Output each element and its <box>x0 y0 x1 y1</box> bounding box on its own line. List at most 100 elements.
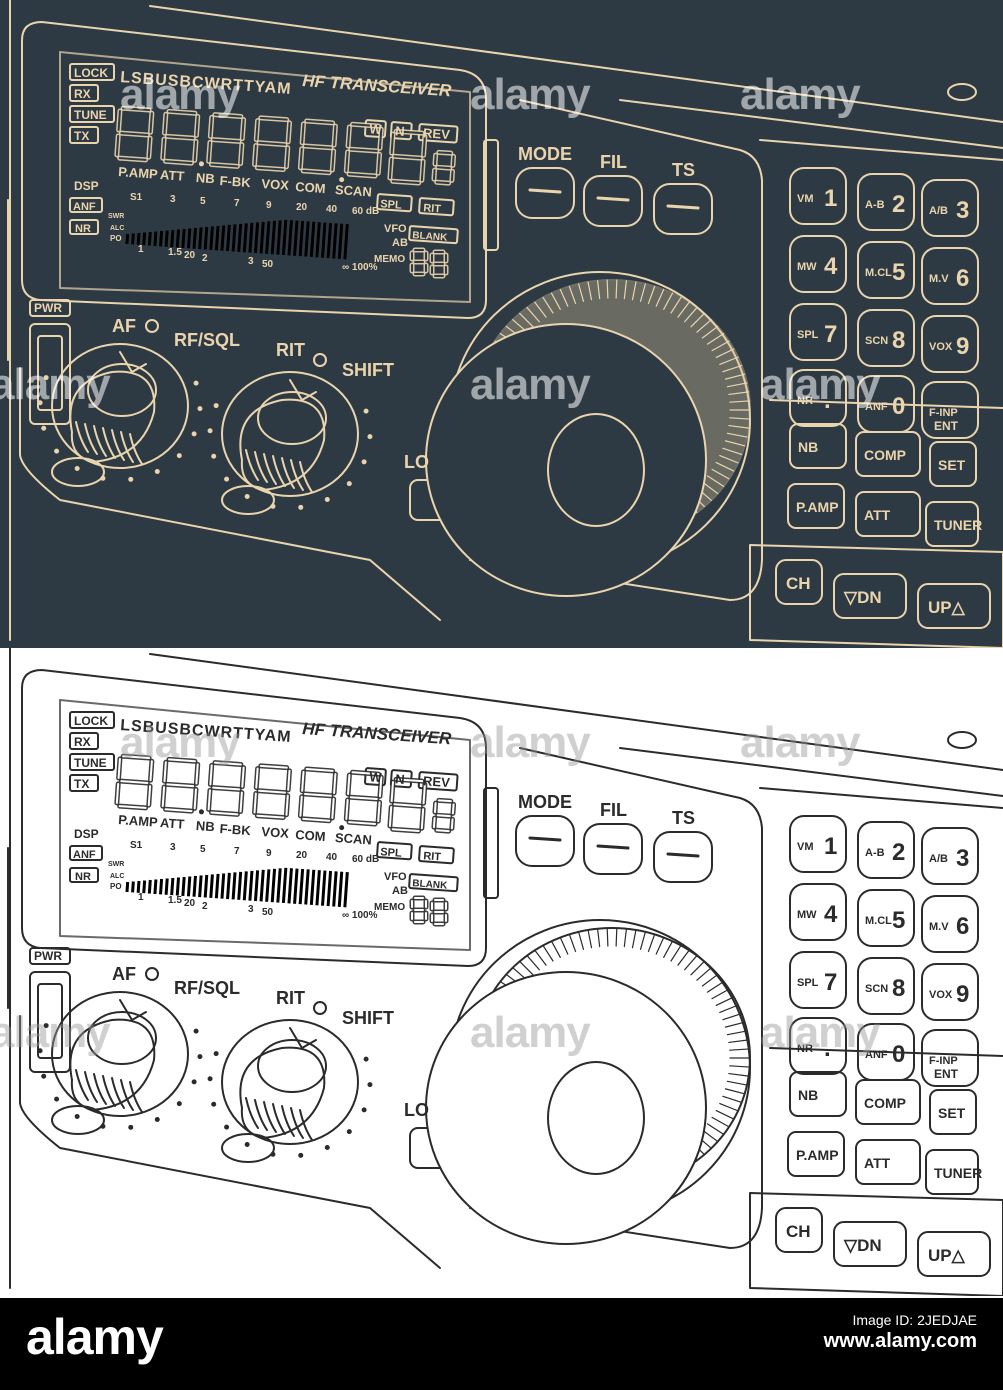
function-key-comp[interactable] <box>855 431 921 477</box>
keypad-key-2[interactable] <box>857 821 915 879</box>
keypad-key-small-label: M.V <box>929 921 949 933</box>
status-button-lock[interactable] <box>69 711 115 729</box>
rit-shift-knob[interactable] <box>207 371 373 515</box>
keypad-key-4[interactable] <box>789 883 847 941</box>
function-key-att[interactable] <box>855 1139 921 1185</box>
anf-label: ANF <box>73 201 96 213</box>
function-key-set[interactable] <box>929 1089 977 1135</box>
indicator-pamp: P.AMP <box>118 812 159 830</box>
af-rf-knob[interactable] <box>37 991 203 1135</box>
nr-box[interactable] <box>69 219 99 235</box>
flag-n: N <box>395 123 405 139</box>
keypad-key-dot[interactable] <box>789 369 847 427</box>
meter-bar <box>159 878 164 895</box>
status-button-rx[interactable] <box>69 84 99 102</box>
keypad-key-5[interactable] <box>857 889 915 947</box>
rit-box <box>418 197 455 217</box>
softkey-ts-button[interactable] <box>653 183 713 235</box>
meter-scale-label: 5 <box>200 844 206 855</box>
function-key-comp[interactable] <box>855 1079 921 1125</box>
function-key-set[interactable] <box>929 441 977 487</box>
main-tuning-dial[interactable] <box>425 271 751 597</box>
meter-po-label: 50 <box>262 907 274 918</box>
function-key-label: NB <box>798 1087 818 1103</box>
indicator-att: ATT <box>160 167 185 184</box>
meter-bar <box>231 872 237 900</box>
status-button-tx[interactable] <box>69 126 99 144</box>
dial-face <box>425 971 707 1245</box>
keypad-key-dot[interactable] <box>789 1017 847 1075</box>
softkey-label-fil: FIL <box>600 152 627 172</box>
main-tuning-dial[interactable] <box>425 919 751 1245</box>
bottom-key-2[interactable] <box>917 583 991 629</box>
alc-label: ALC <box>110 873 124 880</box>
function-key-label: ATT <box>864 1155 891 1171</box>
keypad-key-7[interactable] <box>789 303 847 361</box>
keypad-key-3[interactable] <box>921 827 979 885</box>
meter-bar <box>253 870 260 902</box>
keypad-key-2[interactable] <box>857 173 915 231</box>
keypad-key-1[interactable] <box>789 815 847 873</box>
keypad-key-small-label: MW <box>797 261 817 273</box>
softkey-fil-button[interactable] <box>583 823 643 875</box>
function-key-att[interactable] <box>855 491 921 537</box>
keypad-key-3[interactable] <box>921 179 979 237</box>
softkey-ts-button[interactable] <box>653 831 713 883</box>
bottom-key-0[interactable] <box>775 559 823 605</box>
transceiver-body <box>7 648 1003 1296</box>
keypad-key-5[interactable] <box>857 241 915 299</box>
status-button-tune[interactable] <box>69 753 115 771</box>
power-switch[interactable] <box>29 971 71 1073</box>
meter-bar <box>304 869 310 905</box>
softkey-fil-button[interactable] <box>583 175 643 227</box>
status-button-lock[interactable] <box>69 63 115 81</box>
softkey-mode-button[interactable] <box>515 815 575 867</box>
keypad-key-1[interactable] <box>789 167 847 225</box>
meter-bar <box>220 873 226 899</box>
function-key-tuner[interactable] <box>925 1149 979 1195</box>
frequency-digit <box>206 112 247 169</box>
keypad-key-big-label: 9 <box>956 981 969 1008</box>
keypad-key-ent[interactable] <box>921 381 979 439</box>
meter-po-label: 1.5 <box>168 895 182 906</box>
meter-bar <box>203 874 209 898</box>
function-key-nb[interactable] <box>789 423 847 469</box>
bottom-key-1[interactable] <box>833 573 907 619</box>
bottom-key-2[interactable] <box>917 1231 991 1277</box>
keypad-key-4[interactable] <box>789 235 847 293</box>
function-key-nb[interactable] <box>789 1071 847 1117</box>
keypad-key-9[interactable] <box>921 963 979 1021</box>
image-id: Image ID: 2JEDJAE <box>852 1312 978 1328</box>
tuning-marker-icon <box>312 757 329 766</box>
meter-bar <box>242 223 248 253</box>
af-rf-knob[interactable] <box>37 343 203 487</box>
anf-box[interactable] <box>69 845 103 861</box>
bottom-key-0[interactable] <box>775 1207 823 1253</box>
meter-bar <box>276 868 282 903</box>
status-button-tune[interactable] <box>69 105 115 123</box>
bottom-key-1[interactable] <box>833 1221 907 1267</box>
softkey-mode-button[interactable] <box>515 167 575 219</box>
power-switch[interactable] <box>29 323 71 425</box>
meter-bar <box>309 221 316 258</box>
status-button-tx[interactable] <box>69 774 99 792</box>
keypad-key-8[interactable] <box>857 957 915 1015</box>
meter-bar <box>192 875 197 897</box>
keypad-key-6[interactable] <box>921 895 979 953</box>
nr-box[interactable] <box>69 867 99 883</box>
keypad-top-edge <box>759 787 1003 809</box>
status-button-rx[interactable] <box>69 732 99 750</box>
keypad-key-ent[interactable] <box>921 1029 979 1087</box>
keypad-key-7[interactable] <box>789 951 847 1009</box>
function-key-tuner[interactable] <box>925 501 979 547</box>
keypad-key-small-label: VOX <box>929 341 953 353</box>
function-key-pamp[interactable] <box>787 1131 845 1177</box>
rit-shift-knob[interactable] <box>207 1019 373 1163</box>
keypad-key-6[interactable] <box>921 247 979 305</box>
function-key-pamp[interactable] <box>787 483 845 529</box>
keypad-key-8[interactable] <box>857 309 915 367</box>
anf-box[interactable] <box>69 197 103 213</box>
meter-po-label: 1 <box>138 244 144 255</box>
keypad-key-9[interactable] <box>921 315 979 373</box>
keypad-key-big-label: ENT <box>934 1067 959 1081</box>
